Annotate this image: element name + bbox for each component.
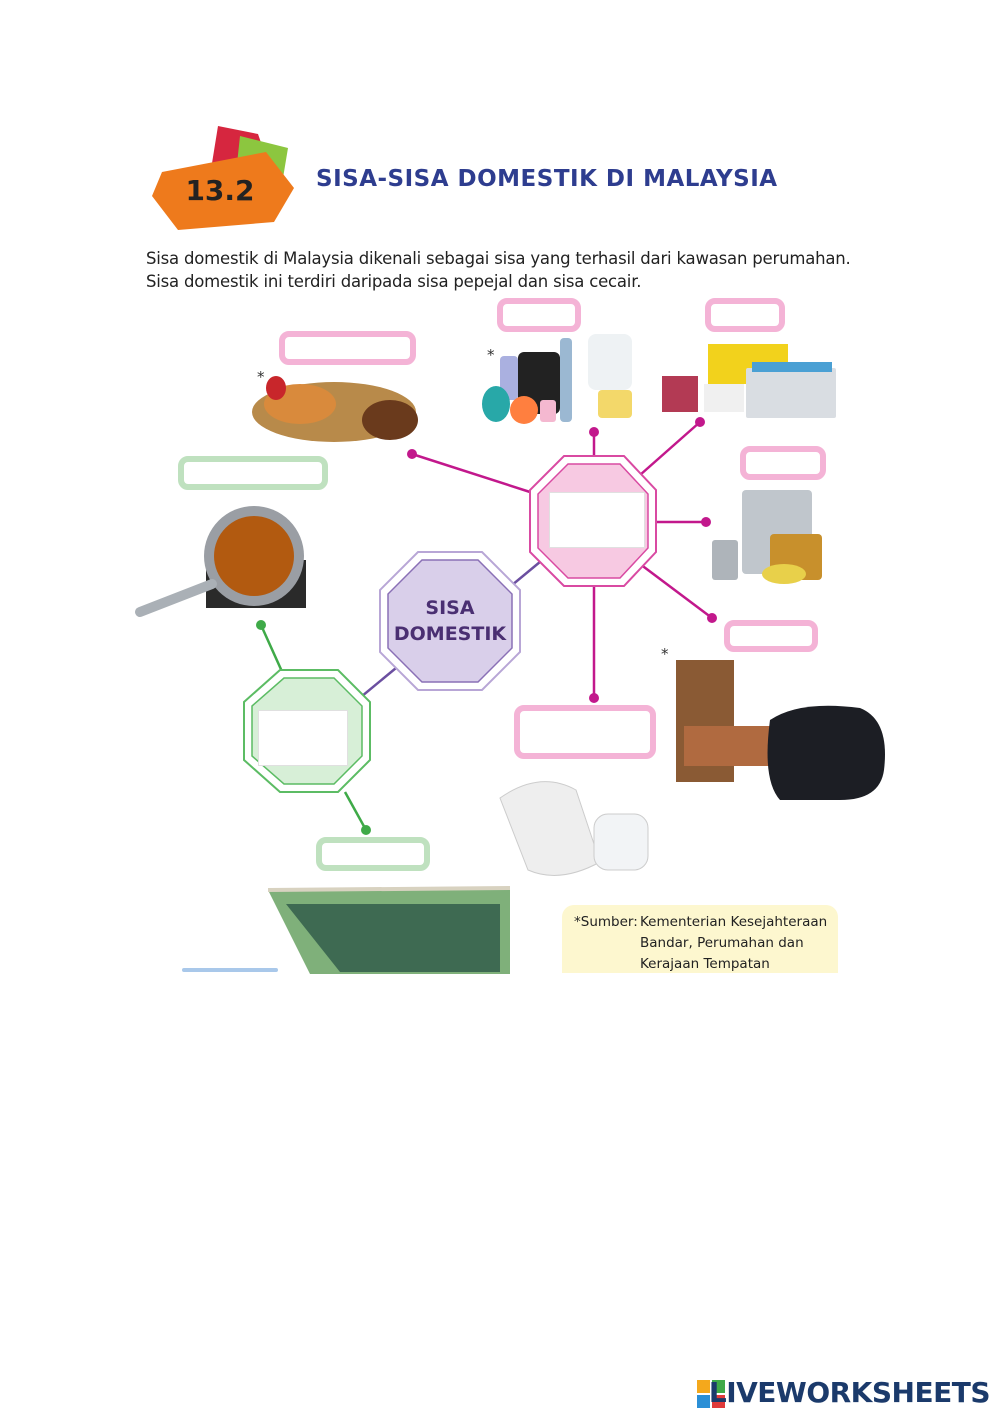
center-octagon — [379, 551, 521, 691]
source-line-3: Kerajaan Tempatan — [640, 956, 770, 972]
answer-diaper-waste[interactable] — [514, 705, 656, 759]
section-badge: 13.2 — [148, 122, 300, 234]
metal-waste-image — [712, 490, 822, 584]
source-line-1: Kementerian Kesejahteraan — [640, 914, 828, 930]
asterisk-plastic: * — [487, 346, 495, 364]
answer-cecair-branch[interactable] — [258, 710, 348, 766]
waste-water-image — [267, 886, 511, 974]
pink-dots — [407, 417, 717, 703]
answer-cooking-oil[interactable] — [178, 456, 328, 490]
source-line-2: Bandar, Perumahan dan — [640, 935, 804, 951]
source-note-box — [562, 905, 838, 973]
decorative-divider — [182, 968, 278, 972]
bulky-waste-image — [676, 660, 885, 800]
intro-line-1: Sisa domestik di Malaysia dikenali sebag… — [146, 249, 851, 268]
footer-brand[interactable]: LIVEWORKSHEETS — [708, 1376, 991, 1409]
asterisk-food: * — [257, 368, 265, 386]
green-connectors — [259, 624, 368, 831]
answer-food-waste[interactable] — [279, 331, 416, 365]
answer-metal-waste[interactable] — [740, 446, 826, 480]
center-label-line-2: DOMESTIK — [393, 623, 507, 645]
answer-pepejal-branch[interactable] — [549, 492, 645, 548]
center-label: SISA DOMESTIK — [380, 595, 520, 647]
liveworksheets-logo-icon — [697, 1380, 725, 1408]
section-number: 13.2 — [185, 174, 254, 207]
answer-plastic-waste[interactable] — [497, 298, 581, 332]
cooking-oil-image — [135, 506, 306, 617]
center-label-line-1: SISA — [425, 597, 475, 619]
diaper-waste-image — [499, 781, 649, 876]
page-title: SISA-SISA DOMESTIK DI MALAYSIA — [316, 166, 778, 192]
answer-bulky-waste[interactable] — [724, 620, 818, 652]
mind-map-diagram — [135, 334, 885, 974]
source-label: *Sumber: — [574, 914, 638, 930]
intro-line-2: Sisa domestik ini terdiri daripada sisa … — [146, 272, 642, 291]
plastic-waste-image — [482, 334, 632, 424]
answer-paper-waste[interactable] — [705, 298, 785, 332]
answer-waste-water[interactable] — [316, 837, 430, 871]
asterisk-bulky: * — [661, 645, 669, 663]
pink-connectors — [411, 421, 713, 698]
food-waste-image — [252, 376, 418, 442]
paper-waste-image — [662, 344, 836, 418]
